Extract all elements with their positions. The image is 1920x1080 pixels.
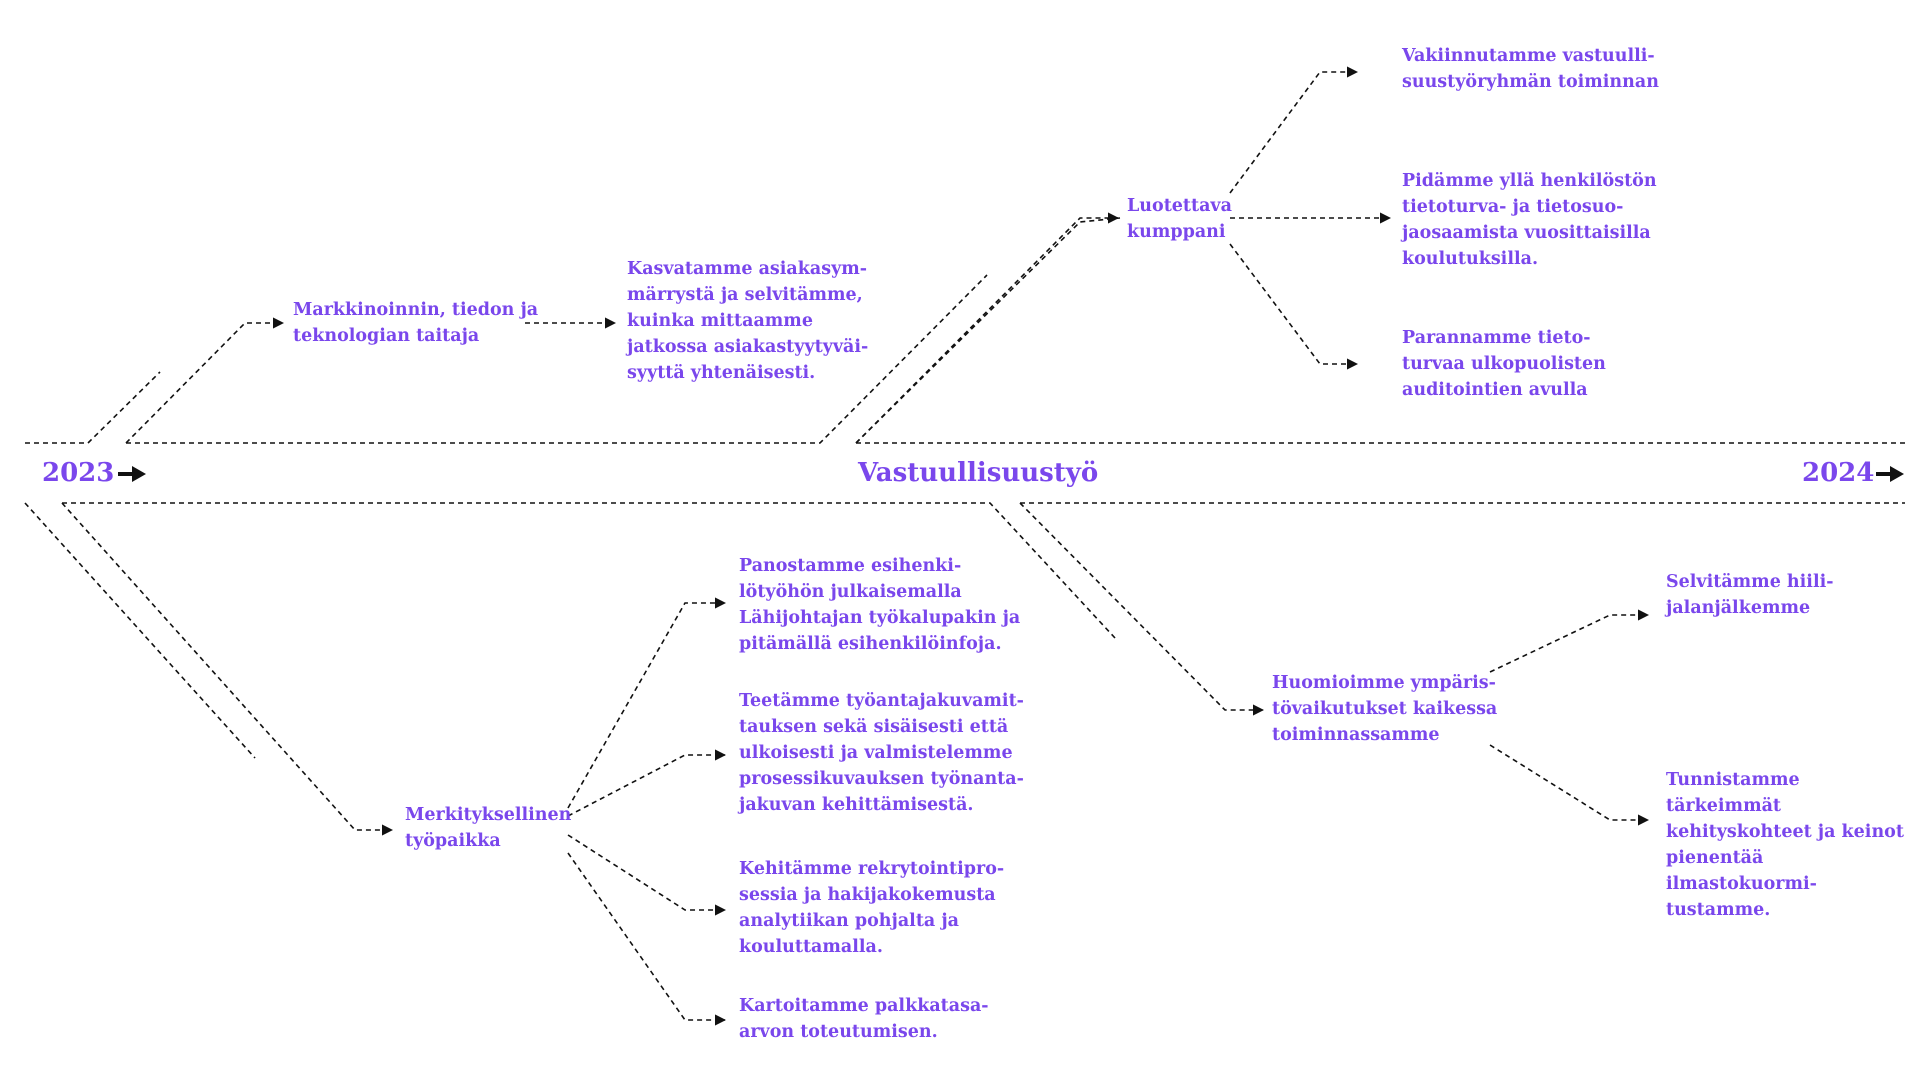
- timeline-top-line: [25, 371, 161, 444]
- theme-luotettava-label: Luotettava kumppani: [1127, 196, 1232, 242]
- branch-luotettava-action1: [1229, 66, 1359, 194]
- end-year-label: 2024: [1802, 458, 1875, 488]
- branch-theme-luotettava: [855, 212, 1120, 444]
- start-arrow-icon: [132, 466, 146, 482]
- branch-merkityksellinen-action2: [567, 749, 727, 817]
- timeline-top-line-main: [126, 274, 988, 444]
- branch-ymparisto-action2: [1489, 744, 1650, 826]
- timeline-top-line-right: [855, 217, 1121, 444]
- branch-ymparisto-action1: [1489, 609, 1650, 673]
- action-luotettava-1: Vakiinnutamme vastuulli- suustyöryhmän t…: [1402, 46, 1659, 92]
- branch-merkityksellinen-action3: [567, 834, 727, 916]
- branch-merkityksellinen-action4: [567, 852, 727, 1026]
- end-arrow-icon: [1890, 466, 1904, 482]
- action-merkityksellinen-1: Panostamme esihenki- lötyöhön julkaisema…: [739, 556, 1021, 654]
- branch-luotettava-action3: [1229, 243, 1359, 370]
- start-year-label: 2023: [42, 458, 115, 488]
- start-arrow-stem: [118, 472, 134, 476]
- action-ymparisto-2: Tunnistamme tärkeimmät kehityskohteet ja…: [1666, 770, 1904, 920]
- action-luotettava-3: Parannamme tieto- turvaa ulkopuolisten a…: [1402, 328, 1606, 400]
- branch-theme-merkityksellinen: [61, 502, 394, 836]
- branch-theme-markkinointi: [125, 317, 285, 444]
- timeline-bottom-line: [24, 502, 256, 759]
- action-markkinointi-1: Kasvatamme asiakasym- märrystä ja selvit…: [627, 259, 869, 383]
- action-merkityksellinen-2: Teetämme työantajakuvamit- tauksen sekä …: [739, 691, 1024, 815]
- theme-merkityksellinen-label: Merkityksellinen työpaikka: [405, 805, 572, 851]
- timeline-bottom-line-main: [62, 502, 1116, 639]
- branch-theme-ymparisto: [1019, 502, 1265, 716]
- action-merkityksellinen-3: Kehitämme rekrytointipro- sessia ja haki…: [739, 859, 1005, 957]
- action-merkityksellinen-4: Kartoitamme palkkatasa- arvon toteutumis…: [739, 996, 989, 1042]
- branch-merkityksellinen-action1: [567, 597, 727, 809]
- theme-markkinointi-label: Markkinoinnin, tiedon ja teknologian tai…: [293, 300, 539, 346]
- timeline-title: Vastuullisuustyö: [858, 458, 1099, 488]
- action-luotettava-2: Pidämme yllä henkilöstön tietoturva- ja …: [1402, 171, 1657, 269]
- action-ymparisto-1: Selvitämme hiili- jalanjälkemme: [1666, 572, 1834, 618]
- theme-ymparisto-label: Huomioimme ympäris- tövaikutukset kaikes…: [1272, 673, 1498, 745]
- end-arrow-stem: [1876, 472, 1892, 476]
